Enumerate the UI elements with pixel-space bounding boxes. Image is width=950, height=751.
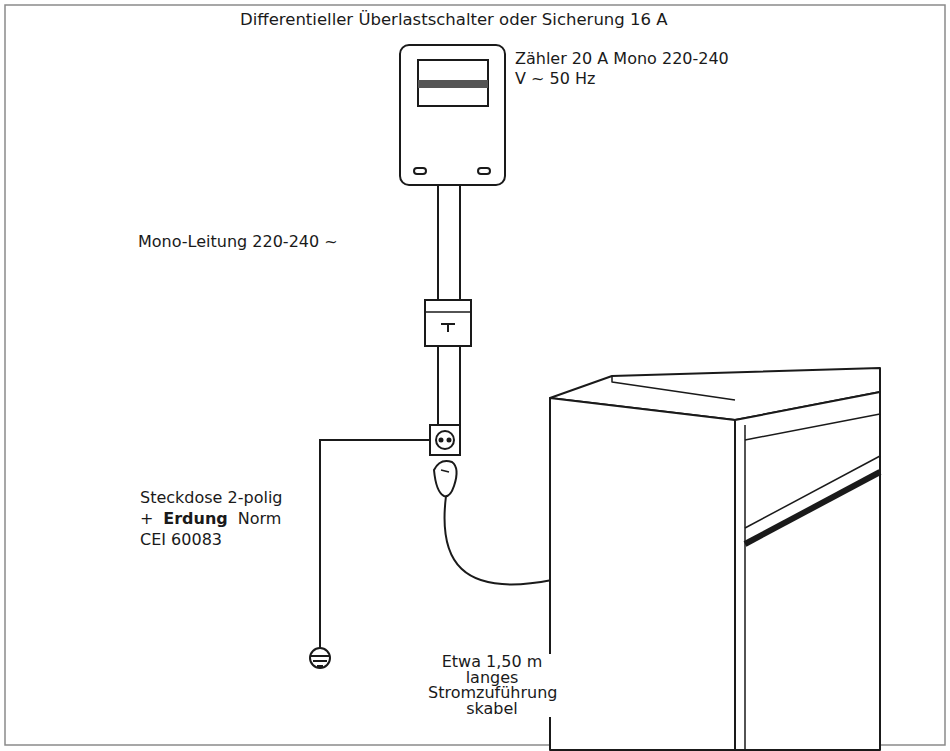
- socket-label: Steckdose 2-polig + Erdung Norm CEI 6008…: [140, 488, 295, 550]
- plug-cable: [434, 461, 552, 584]
- cable-label: Etwa 1,50 m langes Stromzuführung skabel: [428, 654, 556, 717]
- title: Differentieller Überlastschalter oder Si…: [240, 10, 668, 30]
- meter: [400, 45, 505, 185]
- ground-symbol: [310, 440, 430, 668]
- conduit: [425, 185, 471, 425]
- meter-label: Zähler 20 A Mono 220-240 V ~ 50 Hz: [515, 49, 730, 88]
- oven: [550, 368, 880, 750]
- line-label: Mono-Leitung 220-240 ~: [138, 232, 418, 252]
- socket: [430, 425, 460, 455]
- socket-label-part: Erdung: [163, 509, 228, 528]
